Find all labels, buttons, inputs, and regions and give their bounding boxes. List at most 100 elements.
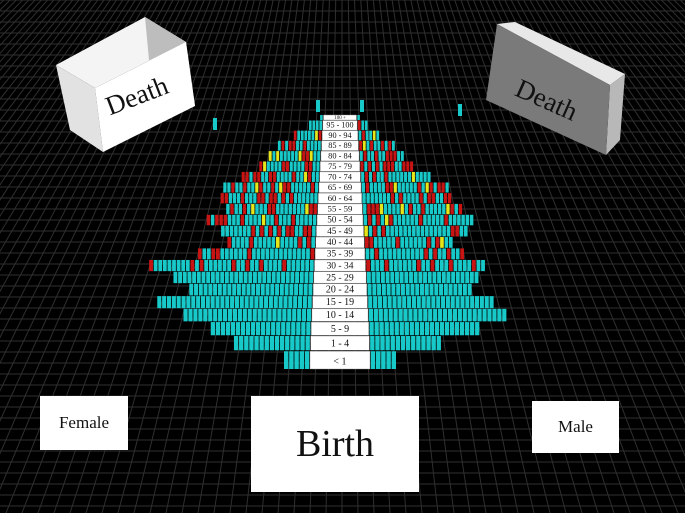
male-figure xyxy=(377,182,381,193)
female-figure xyxy=(291,214,296,226)
male-figure xyxy=(380,271,385,284)
female-figure xyxy=(308,214,313,226)
female-figure xyxy=(229,225,234,237)
female-figure xyxy=(300,130,304,141)
female-figure xyxy=(266,161,270,172)
male-figure xyxy=(475,322,480,336)
female-figure xyxy=(215,248,220,260)
female-figure xyxy=(243,182,247,193)
female-figure xyxy=(284,351,289,369)
female-figure xyxy=(260,283,265,296)
grid-line xyxy=(360,0,391,513)
male-figure xyxy=(386,225,390,237)
male-figure xyxy=(481,259,485,272)
female-figure xyxy=(256,248,261,260)
female-figure xyxy=(295,182,299,193)
female-figure xyxy=(268,225,273,237)
female-figure xyxy=(254,336,259,351)
male-figure xyxy=(439,283,444,296)
female-figure xyxy=(220,296,225,309)
female-figure xyxy=(256,283,260,296)
male-figure xyxy=(458,259,462,272)
female-figure xyxy=(289,193,294,204)
female-figure xyxy=(275,182,279,193)
female-figure xyxy=(292,140,296,151)
male-figure xyxy=(424,322,430,336)
male-figure xyxy=(445,182,449,193)
male-figure xyxy=(465,322,470,336)
female-figure xyxy=(205,296,210,309)
female-figure xyxy=(193,308,198,322)
male-figure xyxy=(438,225,442,237)
male-figure xyxy=(370,248,374,260)
male-figure xyxy=(398,259,403,272)
age-tick-label: 95 - 100 xyxy=(326,121,353,130)
female-figure xyxy=(304,130,308,141)
female-figure xyxy=(280,171,284,182)
male-figure xyxy=(417,203,421,215)
grid-line xyxy=(604,0,685,102)
male-figure xyxy=(413,203,417,215)
male-figure xyxy=(377,140,381,151)
male-figure xyxy=(439,322,445,336)
male-figure xyxy=(411,171,415,182)
female-figure xyxy=(311,182,315,193)
male-figure xyxy=(470,322,475,336)
female-figure xyxy=(200,296,205,309)
male-figure xyxy=(421,336,426,351)
female-figure xyxy=(297,130,301,141)
male-figure xyxy=(389,151,393,161)
female-figure xyxy=(242,308,247,322)
male-figure xyxy=(386,351,391,369)
female-figure xyxy=(301,161,305,172)
male-figure xyxy=(447,308,453,322)
female-figure xyxy=(307,171,312,182)
male-figure xyxy=(383,248,388,260)
male-figure xyxy=(423,308,428,322)
female-figure xyxy=(314,193,318,204)
age-tick-label: 35 - 39 xyxy=(327,250,354,260)
female-figure xyxy=(270,248,274,260)
male-figure xyxy=(431,336,436,351)
female-figure xyxy=(237,308,242,322)
male-figure xyxy=(404,237,409,248)
age-tick-label: 85 - 89 xyxy=(328,141,351,150)
female-figure xyxy=(251,203,255,215)
male-figure xyxy=(361,120,365,131)
female-figure xyxy=(244,214,249,226)
female-figure xyxy=(267,237,271,248)
female-figure xyxy=(302,237,307,248)
male-figure xyxy=(373,182,377,193)
female-figure xyxy=(267,308,272,322)
male-figure xyxy=(376,214,380,226)
female-figure xyxy=(255,322,261,336)
male-figure xyxy=(408,308,413,322)
female-figure xyxy=(284,283,289,296)
female-figure xyxy=(226,203,230,215)
female-figure xyxy=(228,193,233,204)
female-figure xyxy=(276,322,281,336)
female-figure xyxy=(198,308,203,322)
male-figure xyxy=(395,193,399,204)
female-figure xyxy=(191,296,196,309)
male-figure xyxy=(465,214,470,226)
female-figure xyxy=(238,248,243,260)
male-figure xyxy=(476,259,481,272)
female-figure xyxy=(292,308,297,322)
female-figure xyxy=(231,259,236,272)
female-figure xyxy=(289,161,293,172)
female-figure xyxy=(285,140,289,151)
female-figure xyxy=(271,271,276,284)
grid-line xyxy=(0,0,118,172)
age-label-bg xyxy=(321,140,359,151)
female-figure xyxy=(171,296,176,309)
grid-line xyxy=(85,0,243,513)
male-figure xyxy=(391,161,395,172)
female-figure xyxy=(288,140,292,151)
female-figure xyxy=(252,308,257,322)
female-figure xyxy=(195,259,199,272)
female-figure xyxy=(281,193,285,204)
female-figure xyxy=(239,296,244,309)
male-figure xyxy=(413,182,417,193)
female-figure xyxy=(259,182,263,193)
